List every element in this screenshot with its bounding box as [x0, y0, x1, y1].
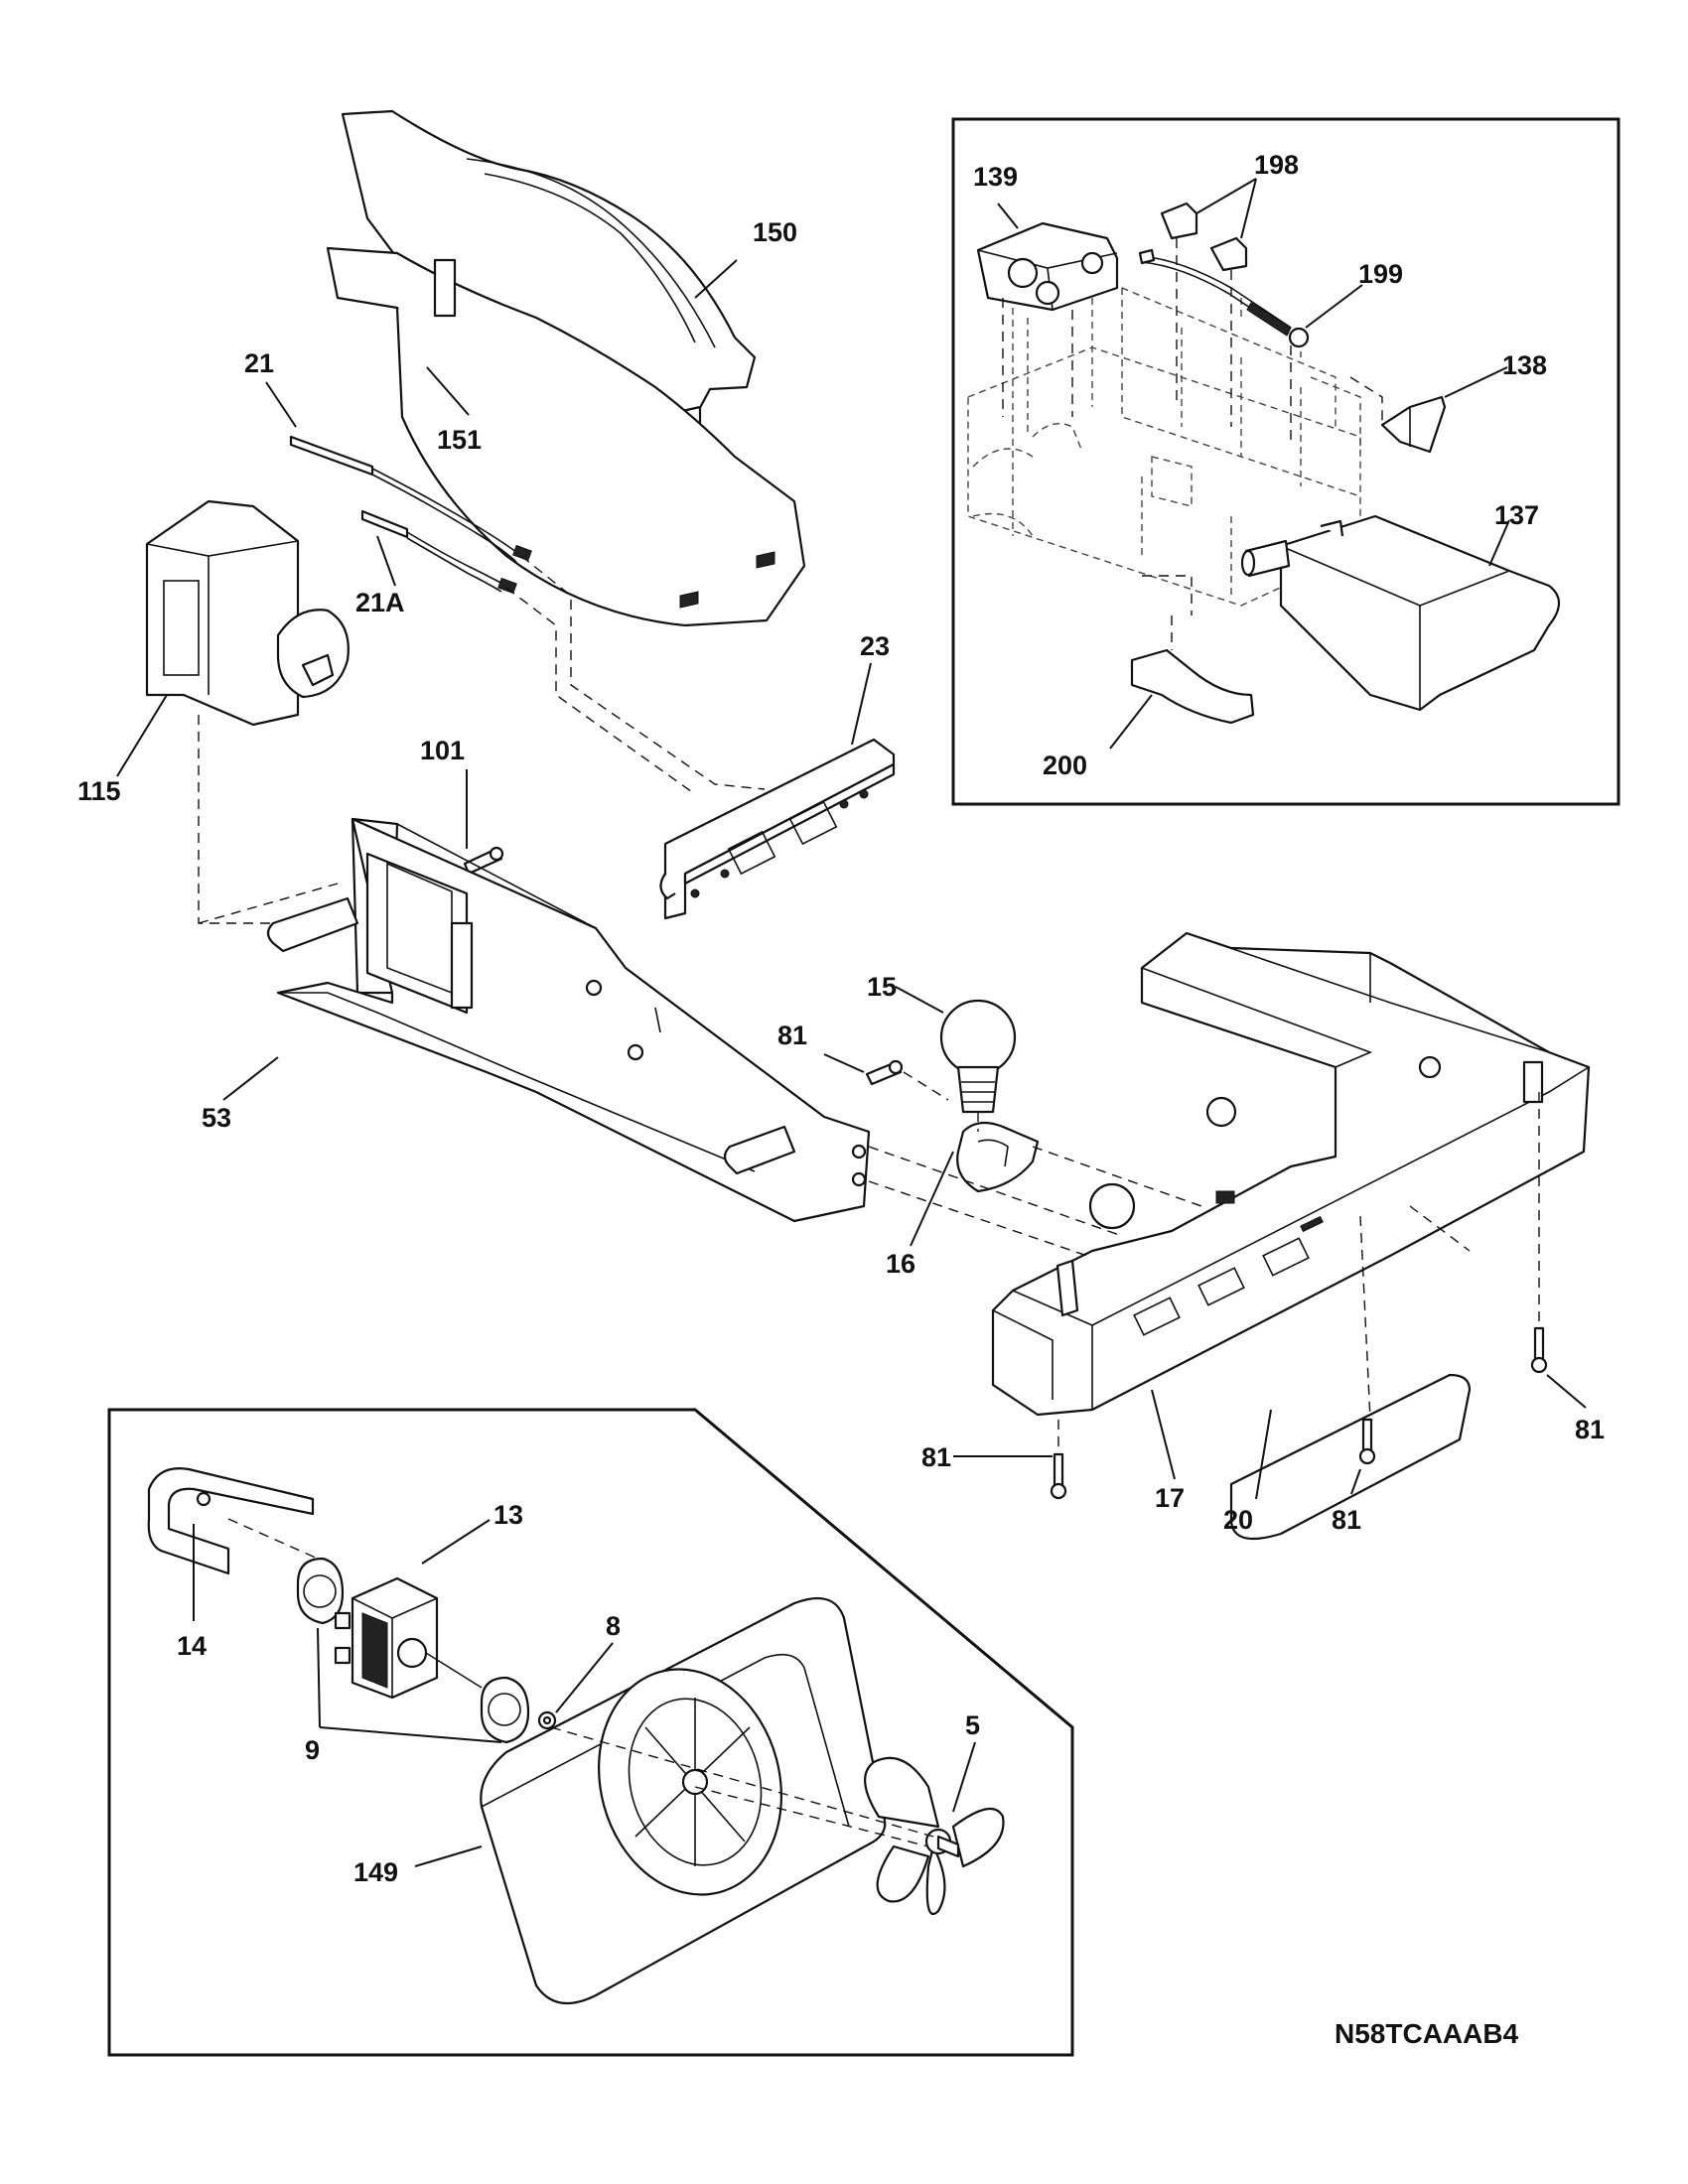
inset-frame-evaporator-fan: [107, 1408, 1074, 2057]
screws-81: [1050, 1326, 1548, 1500]
callout-5: 5: [965, 1710, 980, 1740]
callout-151: 151: [437, 425, 482, 455]
callout-137: 137: [1494, 500, 1539, 530]
thermostat-199: [1138, 248, 1310, 348]
fan-shroud-149: [480, 1596, 887, 2005]
callout-81-bottom-mid: 81: [1332, 1505, 1361, 1535]
screw-81-bracket: [865, 1059, 904, 1086]
leader-lines: [116, 178, 1587, 1867]
assembly-lines: [198, 555, 1540, 1451]
callout-81-bottom-left: 81: [921, 1442, 951, 1472]
callout-81-screw: 81: [777, 1021, 807, 1050]
fan-assembly-lines: [227, 1518, 934, 1847]
light-socket-16: [956, 1121, 1040, 1193]
callout-9: 9: [305, 1735, 320, 1765]
ice-maker-part-200: [1130, 648, 1255, 725]
callout-14: 14: [177, 1631, 207, 1661]
callout-16: 16: [886, 1249, 915, 1279]
inset-assembly-lines: [1002, 238, 1383, 650]
dispenser-bracket-53: [266, 817, 871, 1223]
callout-13: 13: [493, 1500, 523, 1530]
fan-motor-13: [334, 1576, 483, 1700]
ice-bucket-137: [1240, 514, 1561, 712]
callout-21: 21: [244, 348, 274, 378]
diagram-code: N58TCAAAB4: [1335, 2018, 1519, 2049]
callout-101: 101: [420, 736, 465, 765]
callout-23: 23: [860, 631, 890, 661]
clips-198: [1160, 202, 1248, 272]
dispenser-housing-17: [991, 931, 1591, 1417]
ice-maker-part-138: [1380, 395, 1447, 454]
callout-200: 200: [1043, 751, 1087, 780]
light-bulb-15: [939, 999, 1017, 1114]
callout-150: 150: [753, 217, 797, 247]
motor-bracket-14: [147, 1467, 315, 1575]
callout-labels: 150 151 21 21A 115 23 101 53 15 81 16 17…: [77, 150, 1605, 1887]
callout-17: 17: [1155, 1483, 1185, 1513]
callout-115: 115: [77, 776, 121, 806]
motor-mount-9: [296, 1557, 530, 1744]
control-board-23: [659, 738, 896, 920]
callout-53: 53: [202, 1103, 231, 1133]
dispenser-actuator-115: [145, 499, 350, 727]
callout-138: 138: [1502, 350, 1547, 380]
callout-139: 139: [973, 162, 1018, 192]
ice-maker-part-139: [976, 221, 1119, 312]
trim-panel-20: [1229, 1373, 1472, 1541]
inset-frame-ice-maker: [951, 117, 1620, 806]
callout-8: 8: [606, 1611, 621, 1641]
callout-149: 149: [353, 1857, 398, 1887]
callout-20: 20: [1223, 1505, 1253, 1535]
callout-21a: 21A: [355, 588, 405, 617]
callout-81-right: 81: [1575, 1415, 1605, 1444]
ice-chute-duct-151: [326, 246, 806, 627]
callout-198: 198: [1254, 150, 1299, 180]
thermistor-21a: [360, 509, 517, 595]
washer-8: [537, 1710, 557, 1730]
thermistor-21: [289, 435, 532, 563]
callout-15: 15: [867, 972, 897, 1002]
fan-blade-5: [864, 1756, 1005, 1916]
callout-199: 199: [1358, 259, 1403, 289]
